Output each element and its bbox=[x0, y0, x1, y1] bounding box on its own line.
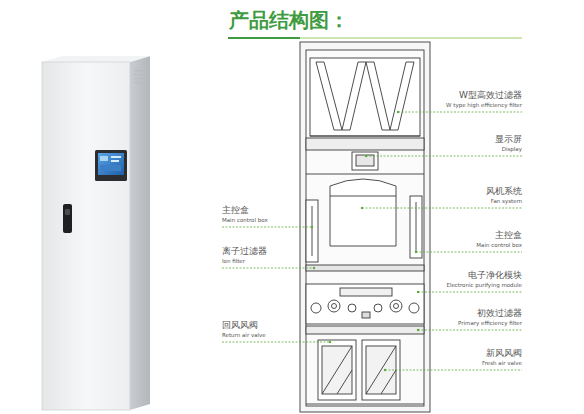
part-label: 电子净化模块 bbox=[468, 271, 522, 281]
cabinet-photo bbox=[42, 56, 150, 410]
part-label: W型高效过滤器 bbox=[459, 91, 522, 101]
part-label-english: Primary efficiency filter bbox=[458, 320, 522, 326]
part-label: 离子过滤器 bbox=[222, 247, 267, 257]
part-label: 风机系统 bbox=[486, 187, 522, 197]
part-label-english: Electronic purifying module bbox=[446, 282, 522, 288]
part-label-english: Fresh air valve bbox=[482, 360, 522, 366]
part-label: 回风风阀 bbox=[222, 321, 258, 331]
diagram-title: 产品结构图： bbox=[229, 9, 349, 31]
title-rule bbox=[228, 38, 522, 39]
part-label: 主控盒 bbox=[495, 231, 522, 241]
part-label: 主控盒 bbox=[222, 206, 249, 216]
part-label-english: Fan system bbox=[491, 198, 522, 204]
part-label: 显示屏 bbox=[495, 135, 522, 145]
leader-dots bbox=[311, 111, 419, 371]
part-label: 初效过滤器 bbox=[477, 309, 522, 319]
part-label-english: Main control box bbox=[222, 217, 268, 223]
leader-lines bbox=[222, 112, 522, 370]
part-label: 新风风阀 bbox=[486, 349, 522, 359]
part-label-english: Ion filter bbox=[222, 258, 245, 264]
part-label-english: W type high efficiency filter bbox=[446, 102, 522, 108]
part-label-english: Display bbox=[502, 146, 522, 152]
part-label-english: Return air valve bbox=[222, 332, 266, 338]
structure-drawing bbox=[300, 42, 430, 412]
part-label-english: Main control box bbox=[476, 242, 522, 248]
